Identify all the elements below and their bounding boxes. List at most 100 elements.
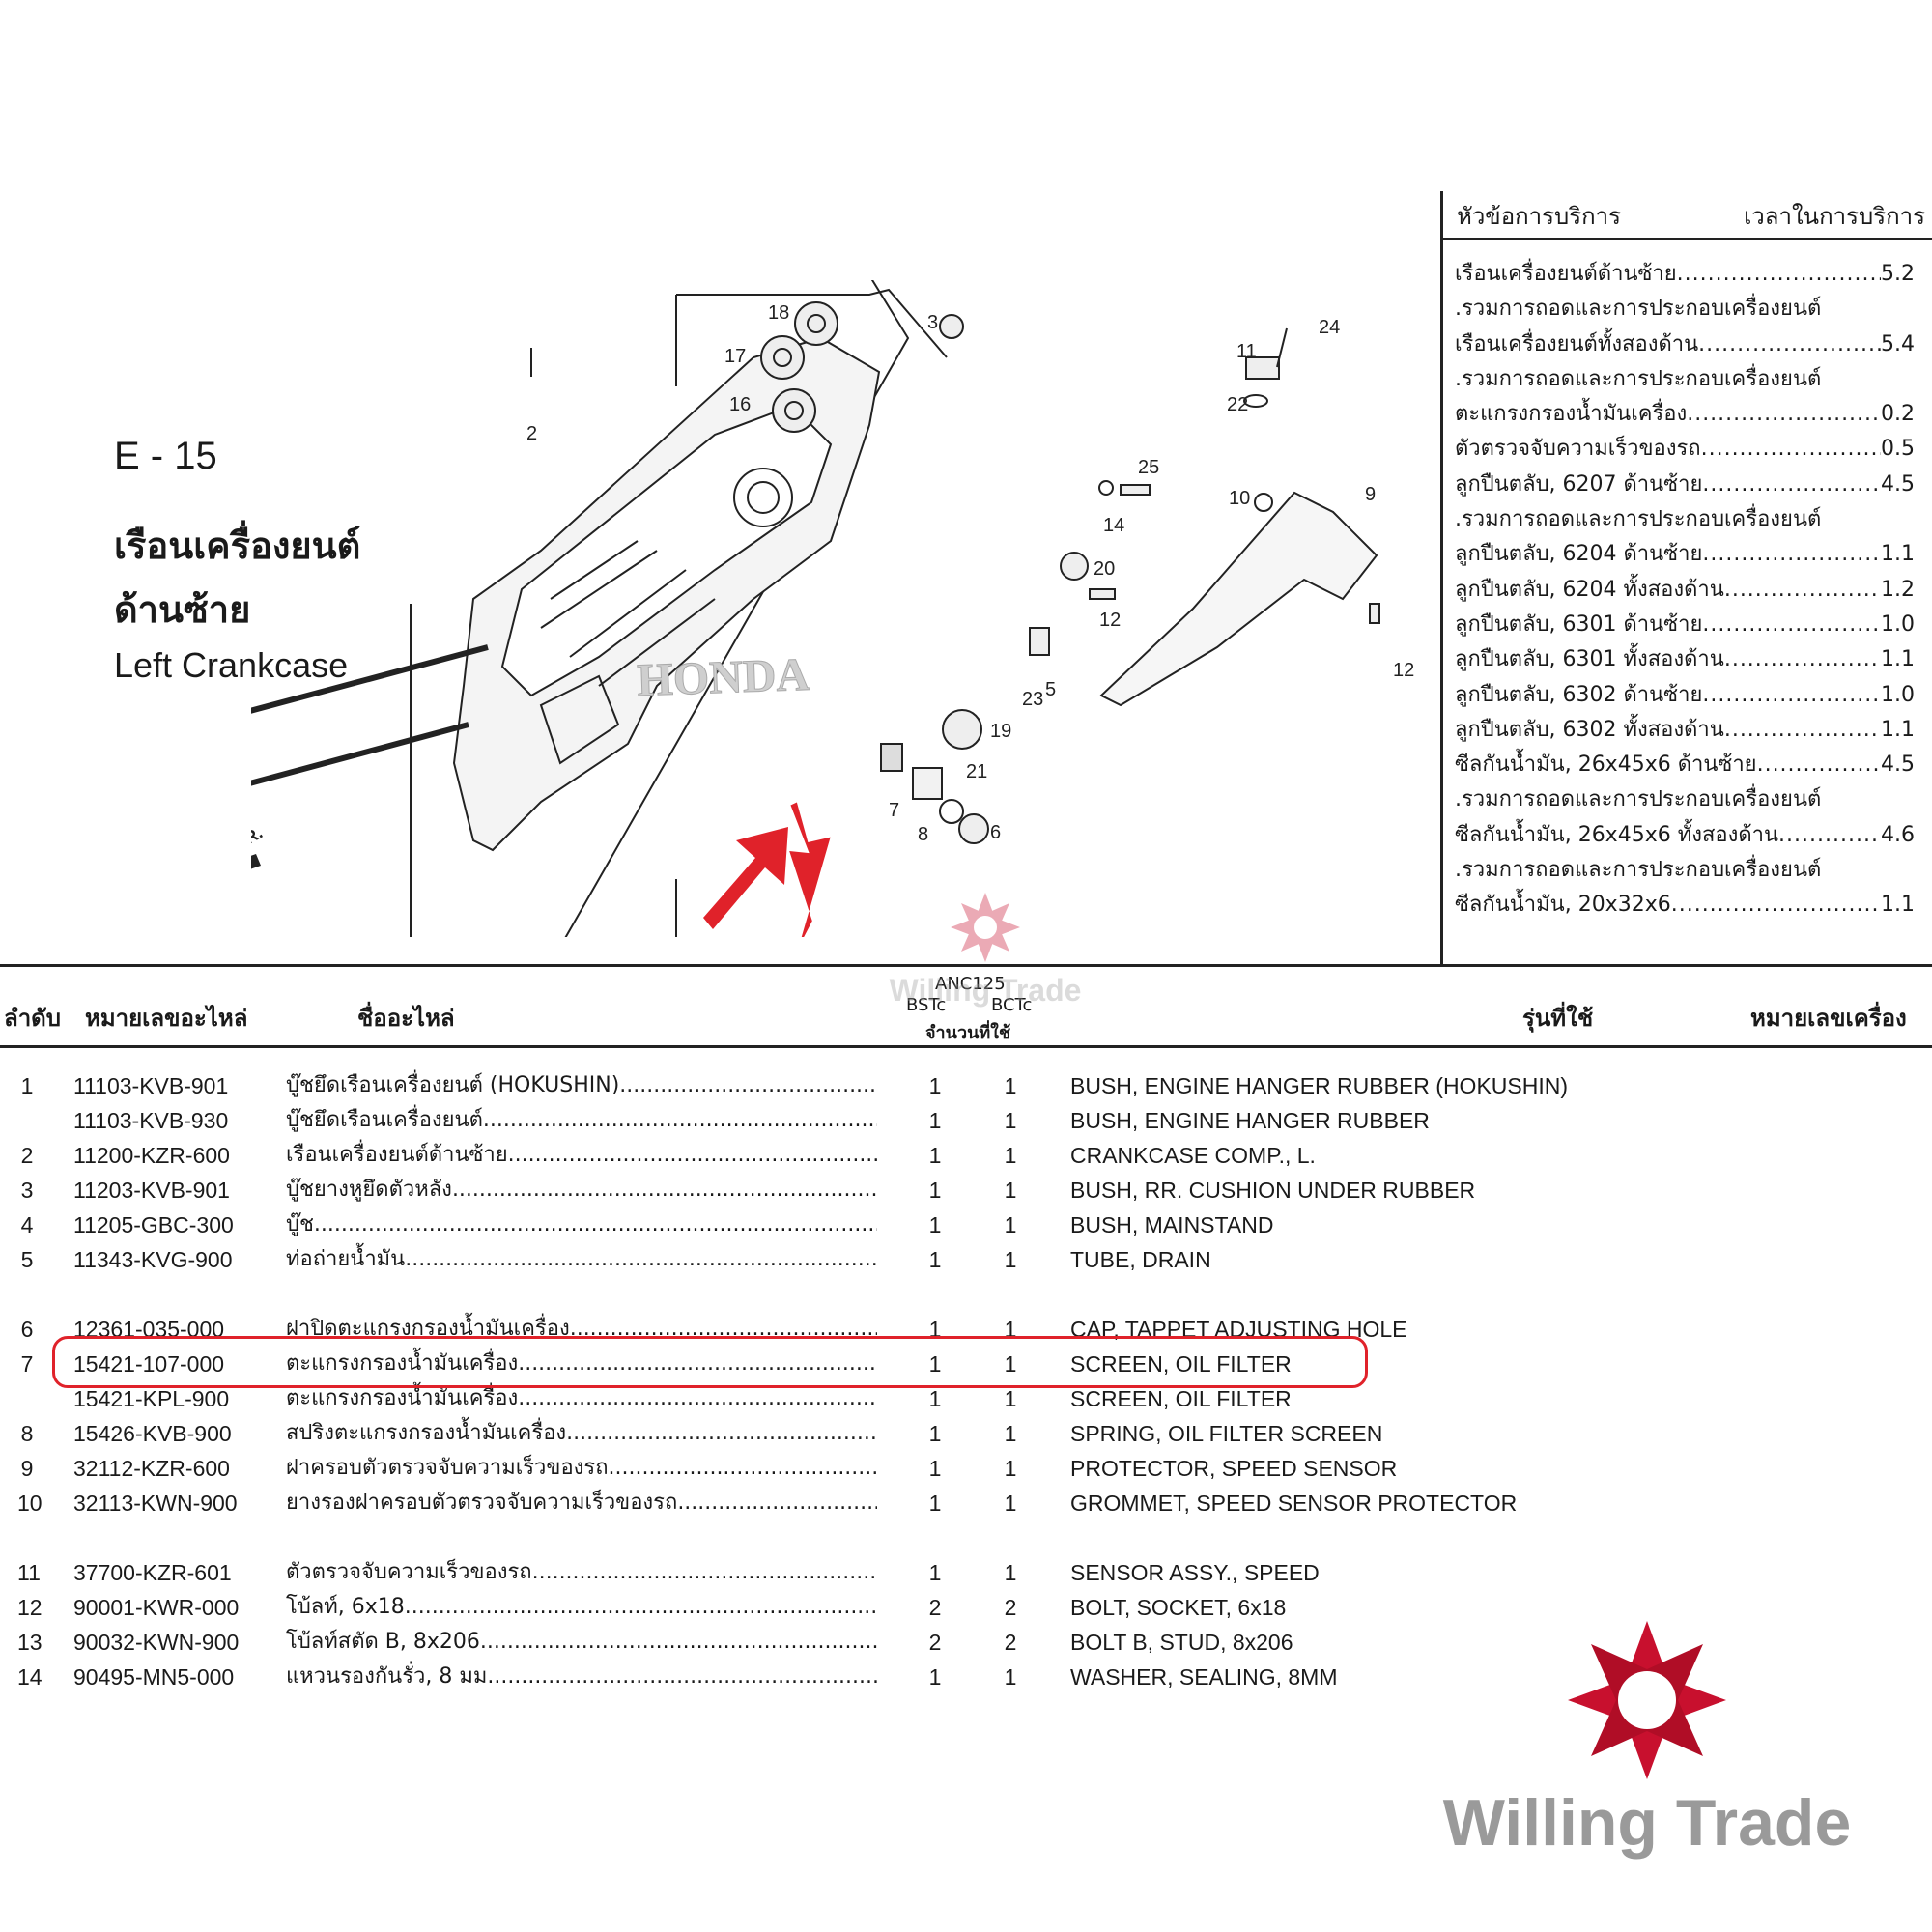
- svg-text:22: 22: [1227, 394, 1248, 415]
- service-item-text: เรือนเครื่องยนต์ทั้งสองด้าน: [1455, 331, 1699, 356]
- qty-variant2: 1: [1004, 1560, 1017, 1585]
- qty-variant1: 1: [928, 1143, 942, 1168]
- parts-table-top-rule: [0, 964, 1932, 967]
- leader-dots: [1724, 573, 1881, 608]
- service-item-time: 1.1: [1881, 542, 1915, 567]
- qty-variant2: 1: [1004, 1247, 1017, 1272]
- service-row: ลูกปืนตลับ, 6204 ทั้งสองด้าน1.2: [1455, 573, 1915, 608]
- service-row: ลูกปืนตลับ, 6302 ด้านซ้าย1.0: [1455, 678, 1915, 713]
- qty-variant2: 1: [1004, 1491, 1017, 1516]
- service-row: ลูกปืนตลับ, 6301 ทั้งสองด้าน1.1: [1455, 642, 1915, 677]
- part-ref-number: 2: [20, 1143, 34, 1168]
- honda-emboss: HONDA: [637, 649, 811, 706]
- bolt-25: [1120, 484, 1151, 496]
- svg-text:6: 6: [990, 822, 1001, 843]
- part-name-thai: บู๊ช: [286, 1208, 877, 1242]
- figure-title-thai: เรือนเครื่องยนต์ ด้านซ้าย: [114, 514, 360, 641]
- svg-text:7: 7: [889, 800, 899, 821]
- service-header-time: เวลาในการบริการ: [1744, 203, 1925, 230]
- part-name-thai: ตะแกรงกรองน้ำมันเครื่อง: [286, 1347, 877, 1381]
- service-row: เรือนเครื่องยนต์ทั้งสองด้าน5.4: [1455, 327, 1915, 362]
- part-name-thai: โบ้ลท์สตัด B, 8x206: [286, 1625, 877, 1660]
- part-ref-number: 14: [17, 1664, 43, 1690]
- col-header-model: ANC125: [935, 974, 1006, 994]
- part-number: 15421-107-000: [73, 1351, 225, 1377]
- qty-variant2: 1: [1004, 1108, 1017, 1133]
- service-row: ตัวตรวจจับความเร็วของรถ0.5: [1455, 432, 1915, 467]
- exploded-parts-diagram: HONDA 15 2: [251, 280, 1414, 937]
- leader-dots: [314, 1212, 877, 1236]
- leader-dots: [1778, 818, 1881, 853]
- part-name-english: WASHER, SEALING, 8MM: [1070, 1664, 1338, 1690]
- svg-text:2: 2: [526, 423, 537, 444]
- svg-text:14: 14: [1103, 515, 1124, 536]
- part-ref-number: 6: [20, 1317, 34, 1342]
- service-row: ลูกปืนตลับ, 6302 ทั้งสองด้าน1.1: [1455, 713, 1915, 748]
- title-th-line1: เรือนเครื่องยนต์: [114, 525, 361, 567]
- service-item-time: 0.2: [1881, 402, 1915, 427]
- part-name-thai: ตัวตรวจจับความเร็วของรถ: [286, 1555, 877, 1590]
- part-ref-number: 5: [20, 1247, 34, 1272]
- svg-text:5: 5: [1045, 679, 1056, 700]
- leader-dots: [405, 1247, 877, 1271]
- svg-text:18: 18: [768, 302, 789, 324]
- part-name-thai-text: โบ้ลท์, 6x18: [286, 1595, 405, 1619]
- col-header-no: ลำดับ: [4, 1005, 62, 1032]
- qty-variant1: 1: [928, 1073, 942, 1098]
- red-pointer-arrow-icon: [703, 827, 788, 929]
- part-number: 37700-KZR-601: [73, 1560, 232, 1585]
- leader-dots: [518, 1351, 877, 1376]
- svg-text:Willing Trade: Willing Trade: [1443, 1786, 1852, 1860]
- svg-text:3: 3: [927, 312, 938, 333]
- part-ref-number: 3: [20, 1178, 34, 1203]
- service-item-text: ลูกปืนตลับ, 6301 ด้านซ้าย: [1455, 611, 1703, 637]
- part-name-thai-text: แหวนรองกันรั่ว, 8 มม.: [286, 1664, 495, 1689]
- service-row: ซีลกันน้ำมัน, 20x32x61.1: [1455, 888, 1915, 923]
- service-item-text: ลูกปืนตลับ, 6302 ด้านซ้าย: [1455, 682, 1703, 707]
- filter-cap-6: [958, 813, 989, 844]
- leader-dots: [405, 1595, 877, 1619]
- service-item-time: 5.2: [1881, 262, 1915, 286]
- figure-code: E - 15: [114, 435, 217, 477]
- qty-variant1: 1: [928, 1386, 942, 1411]
- bush-3: [939, 314, 964, 339]
- part-name-thai-text: ตะแกรงกรองน้ำมันเครื่อง: [286, 1386, 519, 1410]
- svg-text:17: 17: [724, 346, 746, 367]
- qty-variant2: 1: [1004, 1421, 1017, 1446]
- part-name-english: SPRING, OIL FILTER SCREEN: [1070, 1421, 1383, 1446]
- service-item-time: 1.1: [1881, 717, 1915, 742]
- red-pointer-arrow: [789, 802, 831, 937]
- seal-19: [942, 709, 982, 750]
- part-number: 11203-KVB-901: [73, 1178, 230, 1203]
- leader-dots: [483, 1108, 877, 1132]
- part-name-english: SCREEN, OIL FILTER: [1070, 1386, 1292, 1411]
- crankcase-frame: [410, 604, 677, 937]
- service-row: .รวมการถอดและการประกอบเครื่องยนต์: [1455, 292, 1915, 327]
- leader-dots: [1687, 397, 1881, 432]
- part-name-english: BOLT B, STUD, 8x206: [1070, 1630, 1293, 1655]
- qty-variant2: 1: [1004, 1456, 1017, 1481]
- leader-dots: [609, 1456, 877, 1480]
- service-item-time: 1.1: [1881, 647, 1915, 672]
- seal-20: [1060, 552, 1089, 581]
- qty-variant2: 1: [1004, 1317, 1017, 1342]
- qty-variant1: 2: [928, 1630, 942, 1655]
- service-row: เรือนเครื่องยนต์ด้านซ้าย5.2: [1455, 257, 1915, 292]
- leader-dots: [1671, 888, 1881, 923]
- speed-sensor-protector: [1099, 491, 1378, 707]
- bearing-17: [760, 335, 805, 380]
- bearing-16: [772, 388, 816, 433]
- svg-text:FR.: FR.: [251, 823, 266, 854]
- service-row: ซีลกันน้ำมัน, 26x45x6 ด้านซ้าย4.5: [1455, 748, 1915, 782]
- col-header-part-no: หมายเลขอะไหล่: [85, 1005, 248, 1032]
- part-name-thai: สปริงตะแกรงกรองน้ำมันเครื่อง: [286, 1416, 877, 1451]
- qty-variant2: 1: [1004, 1386, 1017, 1411]
- part-name-thai: ตะแกรงกรองน้ำมันเครื่อง: [286, 1381, 877, 1416]
- svg-text:8: 8: [918, 824, 928, 845]
- part-ref-number: 11: [17, 1560, 41, 1585]
- svg-text:19: 19: [990, 721, 1011, 742]
